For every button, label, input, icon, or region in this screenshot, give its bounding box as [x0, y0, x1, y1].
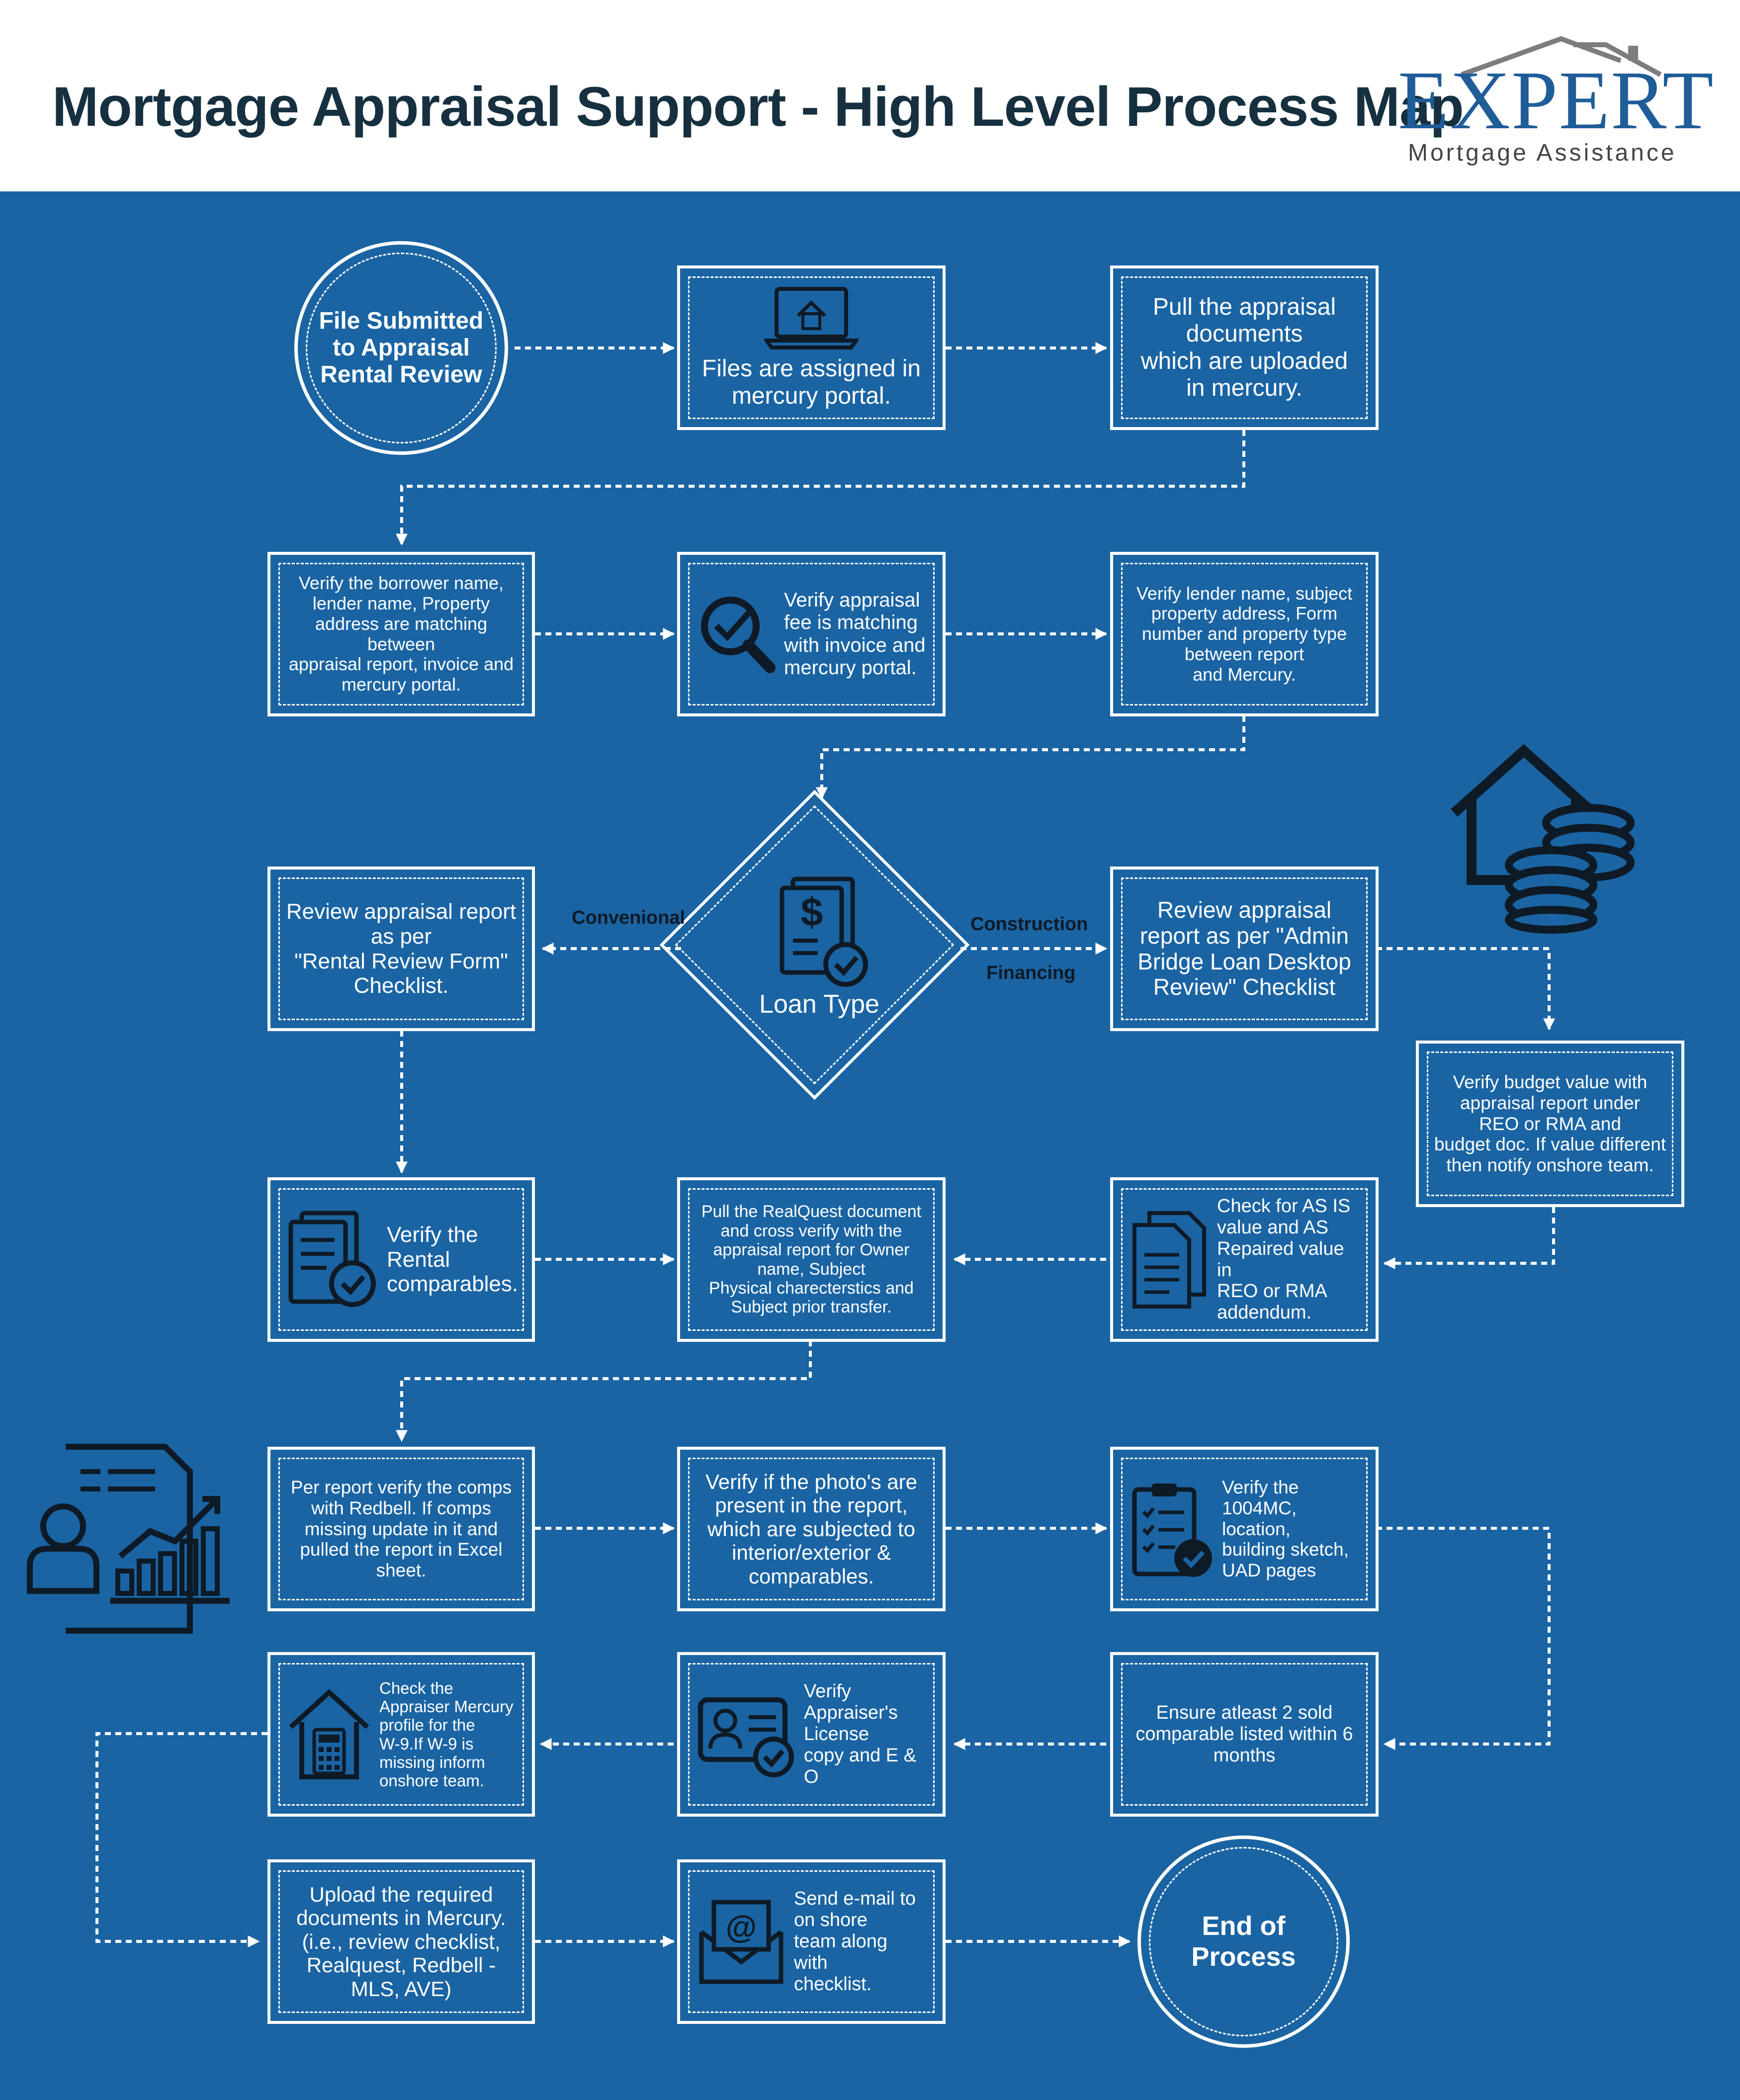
email-envelope-icon: @ [699, 1900, 783, 1984]
step-verify-rental-comps: Verify the Rental comparables. [267, 1177, 535, 1342]
step-review-bridge: Review appraisal report as per "Admin Br… [1110, 867, 1379, 1031]
document-lines-icon [1132, 1211, 1206, 1309]
header: Mortgage Appraisal Support - High Level … [0, 0, 1740, 191]
clipboard-check-icon [1132, 1483, 1212, 1577]
step-verify-lender: Verify lender name, subject property add… [1110, 552, 1379, 716]
decision-loan-type-label: Loan Type [759, 990, 879, 1019]
id-card-check-icon [698, 1697, 794, 1777]
report-chart-person-icon [27, 1444, 230, 1634]
edge-label-construction: Construction [970, 914, 1088, 935]
step-appraiser-profile-text: Check the Appraiser Mercury profile for … [379, 1678, 514, 1790]
step-verify-borrower-text: Verify the borrower name, lender name, P… [288, 573, 514, 695]
documents-check-icon [288, 1211, 376, 1307]
step-verify-photos-text: Verify if the photo's are present in the… [705, 1470, 917, 1588]
step-as-is-value: Check for AS IS value and AS Repaired va… [1110, 1177, 1379, 1342]
laptop-home-icon [764, 287, 859, 350]
logo-roof-icon [1461, 36, 1662, 77]
step-verify-fee: Verify appraisal fee is matching with in… [677, 552, 946, 716]
magnifier-check-icon [701, 596, 776, 673]
svg-text:$: $ [801, 890, 823, 934]
start-label: File Submitted to Appraisal Rental Revie… [319, 307, 484, 388]
step-pull-documents-text: Pull the appraisal documents which are u… [1140, 294, 1348, 401]
step-verify-rental-comps-text: Verify the Rental comparables. [387, 1222, 519, 1297]
connector-1004-sold [1376, 1527, 1551, 1750]
logo-wordmark: EXPERT [1398, 54, 1715, 147]
step-verify-1004mc: Verify the 1004MC, location, building sk… [1110, 1447, 1379, 1611]
step-as-is-value-text: Check for AS IS value and AS Repaired va… [1217, 1195, 1351, 1323]
step-send-email: @ Send e-mail to on shore team along wit… [677, 1859, 946, 2024]
step-realquest: Pull the RealQuest document and cross ve… [677, 1177, 946, 1342]
page-title: Mortgage Appraisal Support - High Level … [52, 76, 1464, 138]
edge-label-financing: Financing [986, 962, 1076, 983]
connector-pull-borrower [396, 430, 1245, 546]
step-pull-documents: Pull the appraisal documents which are u… [1110, 265, 1379, 430]
step-realquest-text: Pull the RealQuest document and cross ve… [701, 1202, 922, 1317]
start-node: File Submitted to Appraisal Rental Revie… [294, 241, 508, 455]
connector-realquest-redbell [396, 1340, 812, 1442]
step-assign-files-text: Files are assigned in mercury portal. [701, 355, 921, 409]
step-review-bridge-text: Review appraisal report as per "Admin Br… [1137, 896, 1351, 1000]
step-verify-budget-text: Verify budget value with appraisal repor… [1434, 1072, 1666, 1176]
step-verify-license: Verify Appraiser's License copy and E & … [677, 1652, 946, 1817]
step-appraiser-profile: Check the Appraiser Mercury profile for … [267, 1652, 535, 1817]
step-upload-documents: Upload the required documents in Mercury… [267, 1859, 535, 2024]
step-sold-comparables-text: Ensure atleast 2 sold comparable listed … [1135, 1702, 1353, 1766]
edge-label-conventional: Convenional [572, 907, 686, 928]
connector-lender-loantype [816, 716, 1245, 799]
step-review-rental: Review appraisal report as per "Rental R… [267, 867, 535, 1031]
end-node: End of Process [1137, 1836, 1350, 2048]
connector-budget-asis [1383, 1207, 1555, 1269]
connector-bridge-budget [1376, 947, 1555, 1031]
svg-text:@: @ [726, 1909, 757, 1945]
connector-profile-upload [95, 1732, 267, 1947]
step-send-email-text: Send e-mail to on shore team along with … [794, 1888, 916, 1995]
logo-tagline: Mortgage Assistance [1408, 140, 1677, 166]
house-calculator-icon [289, 1688, 369, 1779]
step-verify-borrower: Verify the borrower name, lender name, P… [267, 552, 535, 716]
step-verify-1004mc-text: Verify the 1004MC, location, building sk… [1222, 1477, 1349, 1581]
end-label: End of Process [1191, 1911, 1296, 1972]
process-map [0, 191, 1740, 2100]
step-redbell-text: Per report verify the comps with Redbell… [290, 1477, 512, 1581]
step-verify-fee-text: Verify appraisal fee is matching with in… [784, 589, 926, 679]
step-review-rental-text: Review appraisal report as per "Rental R… [286, 899, 517, 998]
step-assign-files: Files are assigned in mercury portal. [677, 265, 946, 430]
house-coins-icon [1451, 744, 1635, 934]
document-dollar-check-icon: $ [780, 876, 868, 987]
step-verify-budget: Verify budget value with appraisal repor… [1416, 1041, 1684, 1207]
step-verify-photos: Verify if the photo's are present in the… [677, 1447, 946, 1611]
step-redbell: Per report verify the comps with Redbell… [267, 1447, 535, 1611]
step-sold-comparables: Ensure atleast 2 sold comparable listed … [1110, 1652, 1379, 1817]
step-verify-license-text: Verify Appraiser's License copy and E & … [804, 1681, 917, 1787]
step-verify-lender-text: Verify lender name, subject property add… [1136, 583, 1353, 685]
step-upload-documents-text: Upload the required documents in Mercury… [296, 1882, 506, 2001]
